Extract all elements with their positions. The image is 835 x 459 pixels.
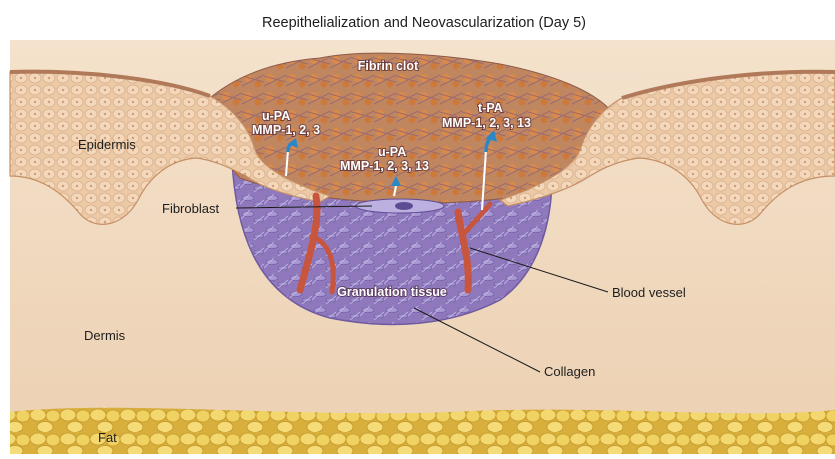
enzyme-center-line1: u-PA [378, 145, 406, 159]
enzyme-center-line2: MMP-1, 2, 3, 13 [340, 159, 429, 173]
label-collagen: Collagen [544, 364, 595, 379]
label-fat: Fat [98, 430, 117, 445]
enzyme-right-line2: MMP-1, 2, 3, 13 [442, 116, 531, 130]
fat-layer [10, 408, 835, 454]
enzyme-left-line1: u-PA [262, 109, 290, 123]
label-epidermis: Epidermis [78, 137, 136, 152]
fibroblast-nucleus [395, 202, 413, 210]
label-dermis: Dermis [84, 328, 126, 343]
label-blood-vessel: Blood vessel [612, 285, 686, 300]
label-fibroblast: Fibroblast [162, 201, 219, 216]
enzyme-left-line2: MMP-1, 2, 3 [252, 123, 320, 137]
diagram-title: Reepithelialization and Neovascularizati… [262, 15, 586, 31]
label-fibrin-clot: Fibrin clot [358, 59, 419, 73]
label-granulation-tissue: Granulation tissue [337, 285, 447, 299]
enzyme-right-line1: t-PA [478, 101, 503, 115]
